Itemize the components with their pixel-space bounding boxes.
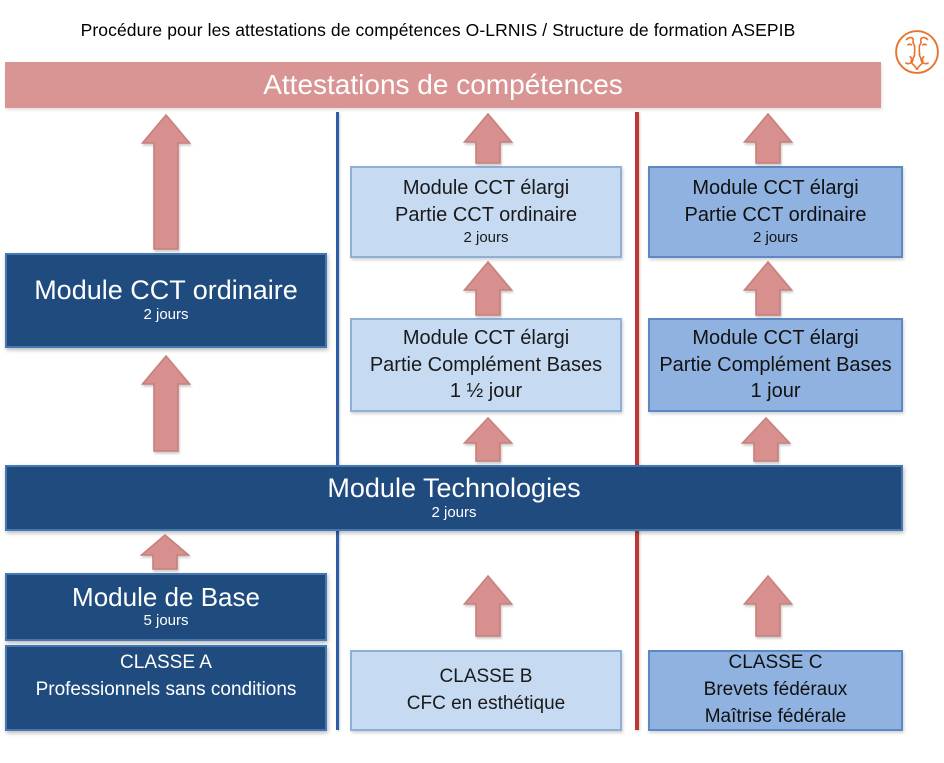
up-arrow-icon [741,417,791,462]
box-module-cct-ordinaire: Module CCT ordinaire 2 jours [5,253,327,348]
box-cct-elargi-ordinaire-b: Module CCT élargi Partie CCT ordinaire 2… [350,166,622,258]
page-title: Procédure pour les attestations de compé… [80,20,796,40]
classe-subtitle: Brevets fédéraux [703,679,848,701]
column-divider-red [635,112,639,730]
up-arrow-icon [743,113,793,164]
banner-label: Attestations de compétences [263,69,623,100]
classe-title: CLASSE A [120,652,212,674]
box-cct-elargi-bases-b: Module CCT élargi Partie Complément Base… [350,318,622,412]
box-line2: Partie CCT ordinaire [684,203,867,226]
classe-subtitle2: Maîtrise fédérale [704,705,847,727]
classe-title: CLASSE B [439,665,533,687]
box-duration: 2 jours [431,503,477,521]
up-arrow-icon [140,534,190,570]
box-module-de-base: Module de Base 5 jours [5,573,327,641]
box-cct-elargi-ordinaire-c: Module CCT élargi Partie CCT ordinaire 2… [648,166,903,258]
box-duration: 1 jour [750,380,801,403]
box-duration: 2 jours [752,229,799,247]
box-duration: 2 jours [143,306,189,324]
up-arrow-icon [743,575,793,637]
column-divider-blue [336,112,339,730]
up-arrow-icon [141,355,191,452]
box-module-technologies: Module Technologies 2 jours [5,465,903,531]
classe-subtitle: Professionnels sans conditions [35,679,297,700]
box-line1: Module CCT élargi [692,327,859,350]
up-arrow-icon [463,113,513,164]
asepib-two-faces-logo-icon [895,30,939,74]
box-title: Module Technologies [327,472,581,503]
box-title: Module CCT ordinaire [34,275,298,306]
box-line2: Partie CCT ordinaire [395,203,577,226]
banner-attestations: Attestations de compétences [5,62,881,108]
box-line1: Module CCT élargi [692,177,859,200]
classe-title: CLASSE C [728,652,823,674]
up-arrow-icon [141,114,191,250]
up-arrow-icon [463,417,513,462]
box-duration: 1 ½ jour [449,380,523,403]
box-classe-a: CLASSE A Professionnels sans conditions [5,645,327,731]
box-line1: Module CCT élargi [402,327,570,350]
classe-subtitle: CFC en esthétique [406,692,566,714]
up-arrow-icon [743,261,793,316]
box-classe-b: CLASSE B CFC en esthétique [350,650,622,731]
box-line2: Partie Complément Bases [659,353,892,376]
box-line2: Partie Complément Bases [369,353,603,376]
box-cct-elargi-bases-c: Module CCT élargi Partie Complément Base… [648,318,903,412]
up-arrow-icon [463,575,513,637]
box-duration: 5 jours [143,612,189,630]
box-line1: Module CCT élargi [402,177,570,200]
box-title: Module de Base [72,581,260,612]
box-classe-c: CLASSE C Brevets fédéraux Maîtrise fédér… [648,650,903,731]
box-duration: 2 jours [463,229,509,247]
up-arrow-icon [463,261,513,316]
